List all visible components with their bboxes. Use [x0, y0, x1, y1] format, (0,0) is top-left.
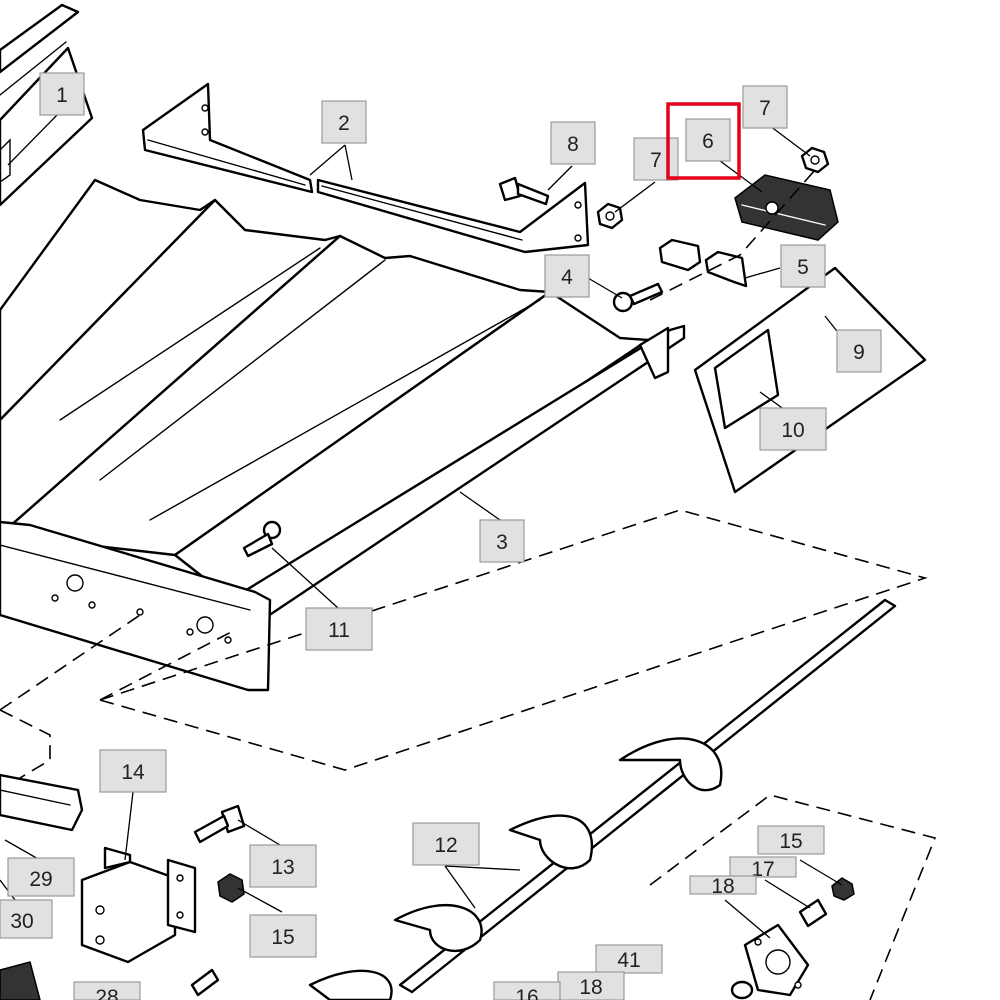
label-9-text: 9: [853, 341, 865, 364]
label-15-left-text: 15: [271, 926, 294, 949]
label-30-text: 30: [10, 910, 33, 933]
label-cut-mid: 16: [493, 981, 561, 1000]
drawing: [0, 3, 937, 1000]
label-18-bottom-text: 18: [579, 976, 602, 999]
label-1: 1: [39, 72, 85, 116]
label-15-right: 15: [757, 825, 825, 855]
label-4-text: 4: [561, 266, 573, 289]
label-30: 30: [0, 899, 53, 939]
label-4: 4: [544, 254, 590, 298]
label-2: 2: [321, 100, 367, 144]
label-1-text: 1: [56, 84, 68, 107]
label-11-text: 11: [328, 619, 350, 642]
label-7-right-text: 7: [759, 97, 771, 120]
label-10-text: 10: [781, 419, 804, 442]
label-7-right: 7: [742, 85, 788, 129]
label-8-text: 8: [567, 133, 579, 156]
highlight-box: [666, 102, 741, 180]
label-13: 13: [249, 844, 317, 888]
label-11: 11: [305, 607, 373, 651]
label-17-text: 17: [751, 858, 774, 881]
label-3: 3: [479, 519, 525, 563]
callout-labels: 1 2 8 7 6 7 4 5: [0, 72, 882, 1000]
label-29: 29: [7, 857, 75, 897]
label-12: 12: [412, 822, 480, 866]
label-6-text: 6: [702, 130, 714, 153]
label-cut-left-text: 28: [95, 986, 118, 1000]
label-15-left: 15: [249, 914, 317, 958]
label-13-text: 13: [271, 856, 294, 879]
label-29-text: 29: [29, 868, 52, 891]
label-18-right-text: 18: [711, 875, 734, 898]
label-9: 9: [836, 329, 882, 373]
label-6[interactable]: 6: [666, 102, 741, 180]
label-2-text: 2: [338, 112, 350, 135]
label-14-text: 14: [121, 761, 145, 784]
label-15-right-text: 15: [779, 830, 802, 853]
label-41-text: 41: [617, 949, 640, 972]
label-12-text: 12: [434, 834, 457, 857]
label-14: 14: [99, 749, 167, 793]
label-cut-left: 28: [73, 981, 141, 1000]
label-10: 10: [759, 407, 827, 451]
label-41: 41: [595, 944, 663, 974]
label-5-text: 5: [797, 256, 809, 279]
label-5: 5: [780, 244, 826, 288]
label-18-bottom: 18: [557, 971, 625, 1000]
label-3-text: 3: [496, 531, 508, 554]
label-18-right: 18: [689, 875, 757, 898]
label-17: 17: [729, 856, 797, 881]
label-7-left-text: 7: [650, 149, 662, 172]
label-8: 8: [550, 121, 596, 165]
label-7-left: 7: [633, 137, 679, 181]
label-cut-mid-text: 16: [515, 986, 538, 1000]
